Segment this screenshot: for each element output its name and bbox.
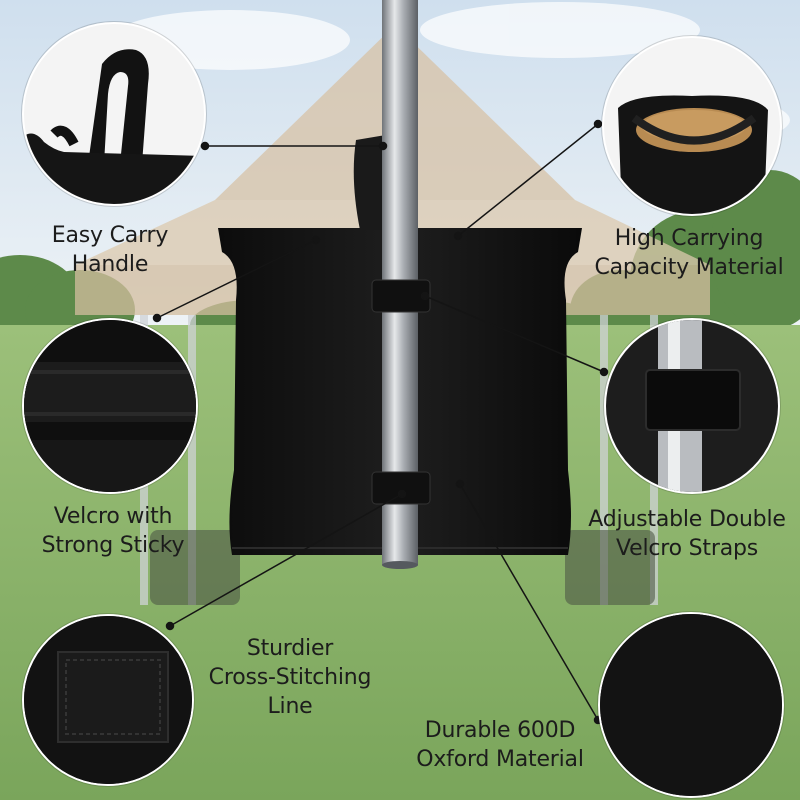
- capacity-detail-circle: [602, 36, 782, 216]
- pointer-lines: [152, 119, 609, 725]
- feature-label-handle: Easy Carry Handle: [30, 221, 190, 279]
- feature-label-velcro: Velcro with Strong Sticky: [28, 502, 198, 560]
- material-detail-circle: [598, 612, 784, 798]
- feature-label-straps: Adjustable Double Velcro Straps: [580, 505, 794, 563]
- label-line: Velcro Straps: [615, 536, 759, 561]
- straps-detail-circle: [604, 318, 780, 494]
- label-line: Adjustable Double: [588, 507, 786, 532]
- feature-label-material: Durable 600D Oxford Material: [402, 716, 598, 774]
- label-line: Durable 600D: [424, 718, 576, 743]
- label-line: Sturdier: [246, 636, 334, 661]
- velcro-detail-circle: [22, 318, 198, 494]
- velcro-straps: [371, 279, 431, 505]
- label-line: Handle: [71, 252, 149, 277]
- handle-detail-circle: [22, 22, 206, 206]
- label-line: Easy Carry: [51, 223, 169, 248]
- stitching-detail-circle: [22, 614, 194, 786]
- label-line: Oxford Material: [416, 747, 584, 772]
- label-line: Capacity Material: [594, 255, 784, 280]
- label-line: Strong Sticky: [41, 533, 185, 558]
- label-line: High Carrying: [614, 226, 764, 251]
- label-line: Velcro with: [53, 504, 173, 529]
- feature-label-capacity: High Carrying Capacity Material: [584, 224, 794, 282]
- feature-label-stitching: Sturdier Cross-Stitching Line: [200, 634, 380, 721]
- label-line: Line: [267, 694, 313, 719]
- label-line: Cross-Stitching: [208, 665, 372, 690]
